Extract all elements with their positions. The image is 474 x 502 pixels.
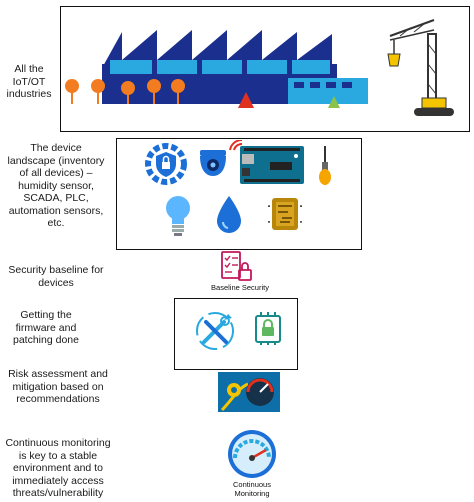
row-label-continuous-monitoring: Continuous monitoring is key to a stable… <box>5 437 111 499</box>
row-label-firmware-patching: Getting the firmware and patching done <box>13 309 79 346</box>
monitoring-caption-line2: Monitoring <box>234 489 270 498</box>
monitoring-caption-line1: Continuous <box>233 480 271 489</box>
arduino-board-icon <box>229 140 304 184</box>
lock-chip-icon <box>255 312 281 345</box>
row-label-risk-assessment: Risk assessment and mitigation based on … <box>8 368 108 405</box>
risk-gauge-icon <box>218 372 280 412</box>
lightbulb-icon <box>166 196 190 236</box>
temperature-sensor-icon <box>319 146 331 185</box>
circuit-chip-icon <box>268 198 302 230</box>
checklist-lock-icon <box>221 251 252 281</box>
crane-icon <box>387 19 454 116</box>
tools-icon <box>196 312 234 350</box>
security-camera-icon <box>200 150 226 176</box>
baseline-security-caption: Baseline Security <box>211 283 269 292</box>
row-label-security-baseline: Security baseline for devices <box>8 264 104 289</box>
water-drop-icon <box>217 196 241 233</box>
monitoring-gauge-icon <box>228 430 276 478</box>
factory-icon <box>65 30 368 108</box>
firmware-panel <box>174 298 298 370</box>
shield-gear-icon <box>145 143 187 185</box>
row-label-device-landscape: The device landscape (inventory of all d… <box>7 142 105 229</box>
row-label-industries: All the IoT/OT industries <box>6 63 52 100</box>
